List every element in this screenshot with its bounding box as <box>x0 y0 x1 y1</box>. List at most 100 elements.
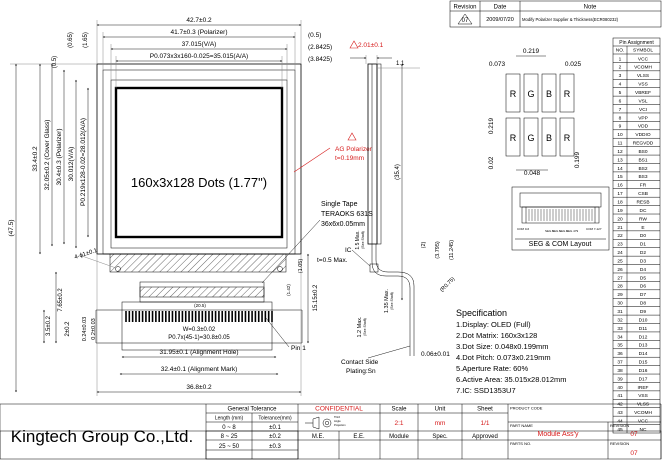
pin-symbol: D2 <box>640 250 646 256</box>
subpixel-cell <box>523 73 539 113</box>
pin-no: 32 <box>617 317 623 323</box>
subpixel-cell <box>559 73 575 113</box>
subpixel-cell <box>505 73 521 113</box>
pin-symbol: VLSS <box>637 402 649 408</box>
side-1-5-max-sub: (See Shaft) <box>361 231 365 249</box>
pin-symbol: VDD <box>638 124 649 130</box>
seg-small-1: SEG 0 <box>545 229 554 233</box>
pixel-detail: 0.219 0.073 0.025 0.219 0.02 0.199 0.048… <box>488 48 582 177</box>
pix-dim-0-073: 0.073 <box>489 61 506 68</box>
pin-no: 44 <box>617 418 623 424</box>
dim-3-5: 3.5±0.2 <box>46 315 52 336</box>
dim-left-0-65: (0.65) <box>68 32 74 48</box>
pin-no: 39 <box>617 376 623 382</box>
pin-symbol: VCI <box>639 107 647 113</box>
seg-small-3: SEG 2 <box>559 229 568 233</box>
pin-symbol: VPP <box>638 115 648 121</box>
side-dim-3-795: (3.795) <box>435 241 441 259</box>
pin-symbol: D13 <box>639 343 648 349</box>
front-view: 160x3x128 Dots (1.77") (20.5) 4-ϕ1±0.1 W… <box>8 17 373 396</box>
pin-no: 19 <box>617 208 623 214</box>
pin-symbol: D4 <box>640 267 646 273</box>
unit-value: mm <box>435 420 446 427</box>
pin-hdr-no: NO. <box>616 48 625 54</box>
dim-left-1-65: (1.65) <box>83 32 89 48</box>
dim-2: 2±0.2 <box>65 321 71 337</box>
dim-width-aa: P0.073x3x160-0.025=35.015(A/A) <box>150 53 248 60</box>
confidential-label: CONFIDENTIAL <box>315 406 363 413</box>
seg-small-2: SEG 1 <box>552 229 561 233</box>
pin-symbol: NC <box>640 427 647 433</box>
seg-small-5: COM 7-127 <box>586 227 602 231</box>
revision-hdr: REVISION <box>610 423 629 428</box>
tape-title: Single Tape <box>321 201 358 208</box>
pin-symbol: D17 <box>639 376 648 382</box>
pin-no: 35 <box>617 343 623 349</box>
side-view: 2.01±0.1 1.1 (35.4) 1.5 Max. (See Shaft)… <box>317 40 457 375</box>
dim-0-2: 0.2±0.03 <box>91 318 97 339</box>
pin-symbol: D6 <box>640 284 646 290</box>
tol-len-2: 25 ~ 50 <box>219 444 240 450</box>
pin-no: 22 <box>617 233 623 239</box>
pin-no: 4 <box>619 82 622 88</box>
approved-hdr: Approved <box>472 434 498 440</box>
dim-align-hole: 31.95±0.1 (Alignment Hole) <box>159 349 238 356</box>
revision-value: 07 <box>630 431 638 438</box>
proj-small-2: Projection <box>334 423 346 427</box>
pin-no: 17 <box>617 191 623 197</box>
subpixel-letter: R <box>564 89 571 99</box>
spec-line-3: 3.Dot Size: 0.048x0.199mm <box>456 342 549 351</box>
general-tolerance: General Tolerance <box>228 407 278 413</box>
pin-no: 34 <box>617 334 623 340</box>
ee-hdr: E.E. <box>353 434 365 440</box>
rev-hdr-note: Note <box>584 5 597 11</box>
spec-line-6: 6.Active Area: 35.015x28.012mm <box>456 375 566 384</box>
pin-no: 45 <box>617 427 623 433</box>
length-hdr: Length (mm) <box>215 416 244 422</box>
sheet-hdr: Sheet <box>477 407 493 413</box>
pin-no: 7 <box>619 107 622 113</box>
dim-align-mark: 32.4±0.1 (Alignment Mark) <box>161 366 238 373</box>
pin-no: 28 <box>617 284 623 290</box>
subpixel-cell <box>541 117 557 157</box>
pin-symbol: D11 <box>639 326 648 332</box>
rev-value: 07 <box>462 18 469 24</box>
specification: Specification 1.Display: OLED (Full) 2.D… <box>456 308 566 395</box>
spec-title: Specification <box>456 308 507 318</box>
dim-pitch: P0.7x(45-1)=30.8±0.05 <box>168 335 230 341</box>
subpixel-cell <box>559 117 575 157</box>
spec-hdr: Spec. <box>432 434 448 440</box>
pix-dim-0-199: 0.199 <box>574 151 581 168</box>
subpixel-cell <box>541 73 557 113</box>
part-name-value: Module Ass'y <box>537 431 579 438</box>
dim-height-33-4: 33.4±0.2 <box>32 146 39 172</box>
pin-symbol: BS2 <box>638 166 647 172</box>
pin-symbol: VCOMH <box>634 410 652 416</box>
revision-value-2: 07 <box>630 450 638 457</box>
pin-symbol: VCC <box>638 418 649 424</box>
pin-symbol: VSS <box>638 82 648 88</box>
revision-table: Revision Date Note 07 2009/07/20 Modify … <box>449 0 662 28</box>
pin-symbol: VCOMH <box>634 65 652 71</box>
tol-val-0: ±0.1 <box>269 425 281 431</box>
dim-1-42: (1.42) <box>286 284 291 296</box>
side-dim-2: (2) <box>421 241 427 248</box>
dim-bottom-width: 36.8±0.2 <box>186 384 212 391</box>
pix-dim-0-025: 0.025 <box>565 61 582 68</box>
pin-no: 3 <box>619 73 622 79</box>
pin-no: 8 <box>619 115 622 121</box>
tol-len-0: 0 ~ 8 <box>222 425 236 431</box>
pin-symbol: D14 <box>639 351 648 357</box>
pin-symbol: D0 <box>640 233 646 239</box>
pix-dim-0-219: 0.219 <box>523 48 540 55</box>
pin-no: 26 <box>617 267 623 273</box>
ag-polarizer-thickness: t=0.19mm <box>335 155 364 162</box>
dim-right-2-8425: (2.8425) <box>308 44 332 51</box>
subpixel-cell <box>505 117 521 157</box>
pin-symbol: BS3 <box>638 174 647 180</box>
dim-width-w: W=0.3±0.02 <box>183 327 216 333</box>
part-name-hdr: PART NAME <box>510 423 533 428</box>
pin-symbol: E <box>641 225 644 231</box>
scale-hdr: Scale <box>391 407 407 413</box>
pin-no: 10 <box>617 132 623 138</box>
